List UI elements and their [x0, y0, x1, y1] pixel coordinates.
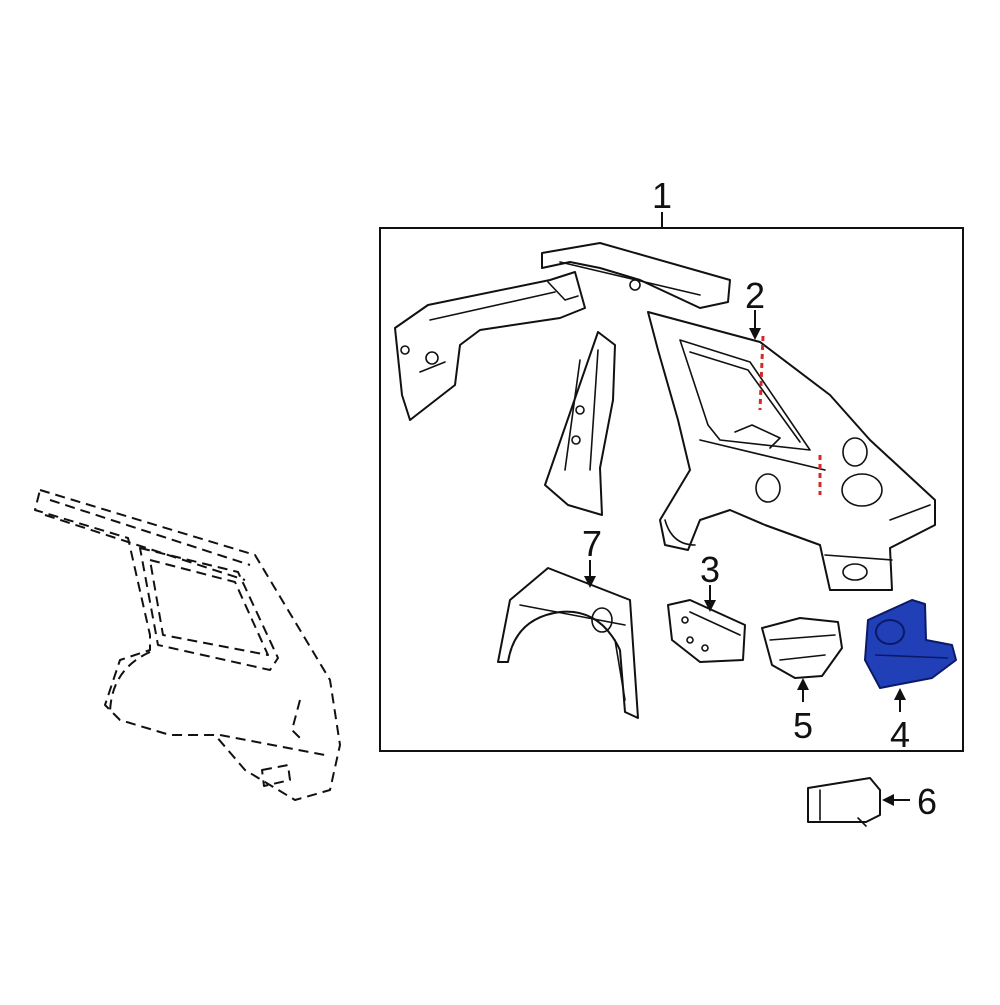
callout-5: 5 — [792, 705, 814, 746]
rear-rail-part — [394, 271, 586, 421]
wheelhouse-part — [497, 567, 639, 719]
leader-arrow-3 — [704, 600, 716, 612]
callout-7: 7 — [581, 523, 603, 564]
leader-arrow-4 — [894, 688, 906, 700]
assembly-frame — [379, 227, 964, 752]
leader-arrow-6 — [882, 794, 894, 806]
leader-arrow-5 — [797, 678, 809, 690]
extension-panel-part — [761, 617, 843, 679]
callout-3: 3 — [699, 549, 721, 590]
inner-quarter-panel-part — [647, 311, 936, 591]
leader-arrow-7 — [584, 576, 596, 588]
callout-6: 6 — [916, 781, 938, 822]
roof-rail-part — [541, 242, 731, 309]
callout-2: 2 — [744, 275, 766, 316]
lock-pillar-part — [544, 331, 616, 516]
vehicle-quarter-outline — [34, 489, 341, 801]
callout-1: 1 — [651, 175, 673, 216]
highlighted-part-4 — [864, 599, 957, 689]
reinforcement-part-6 — [807, 777, 881, 827]
bracket-part — [667, 599, 746, 663]
leader-arrow-2 — [749, 328, 761, 340]
callout-4: 4 — [889, 714, 911, 755]
